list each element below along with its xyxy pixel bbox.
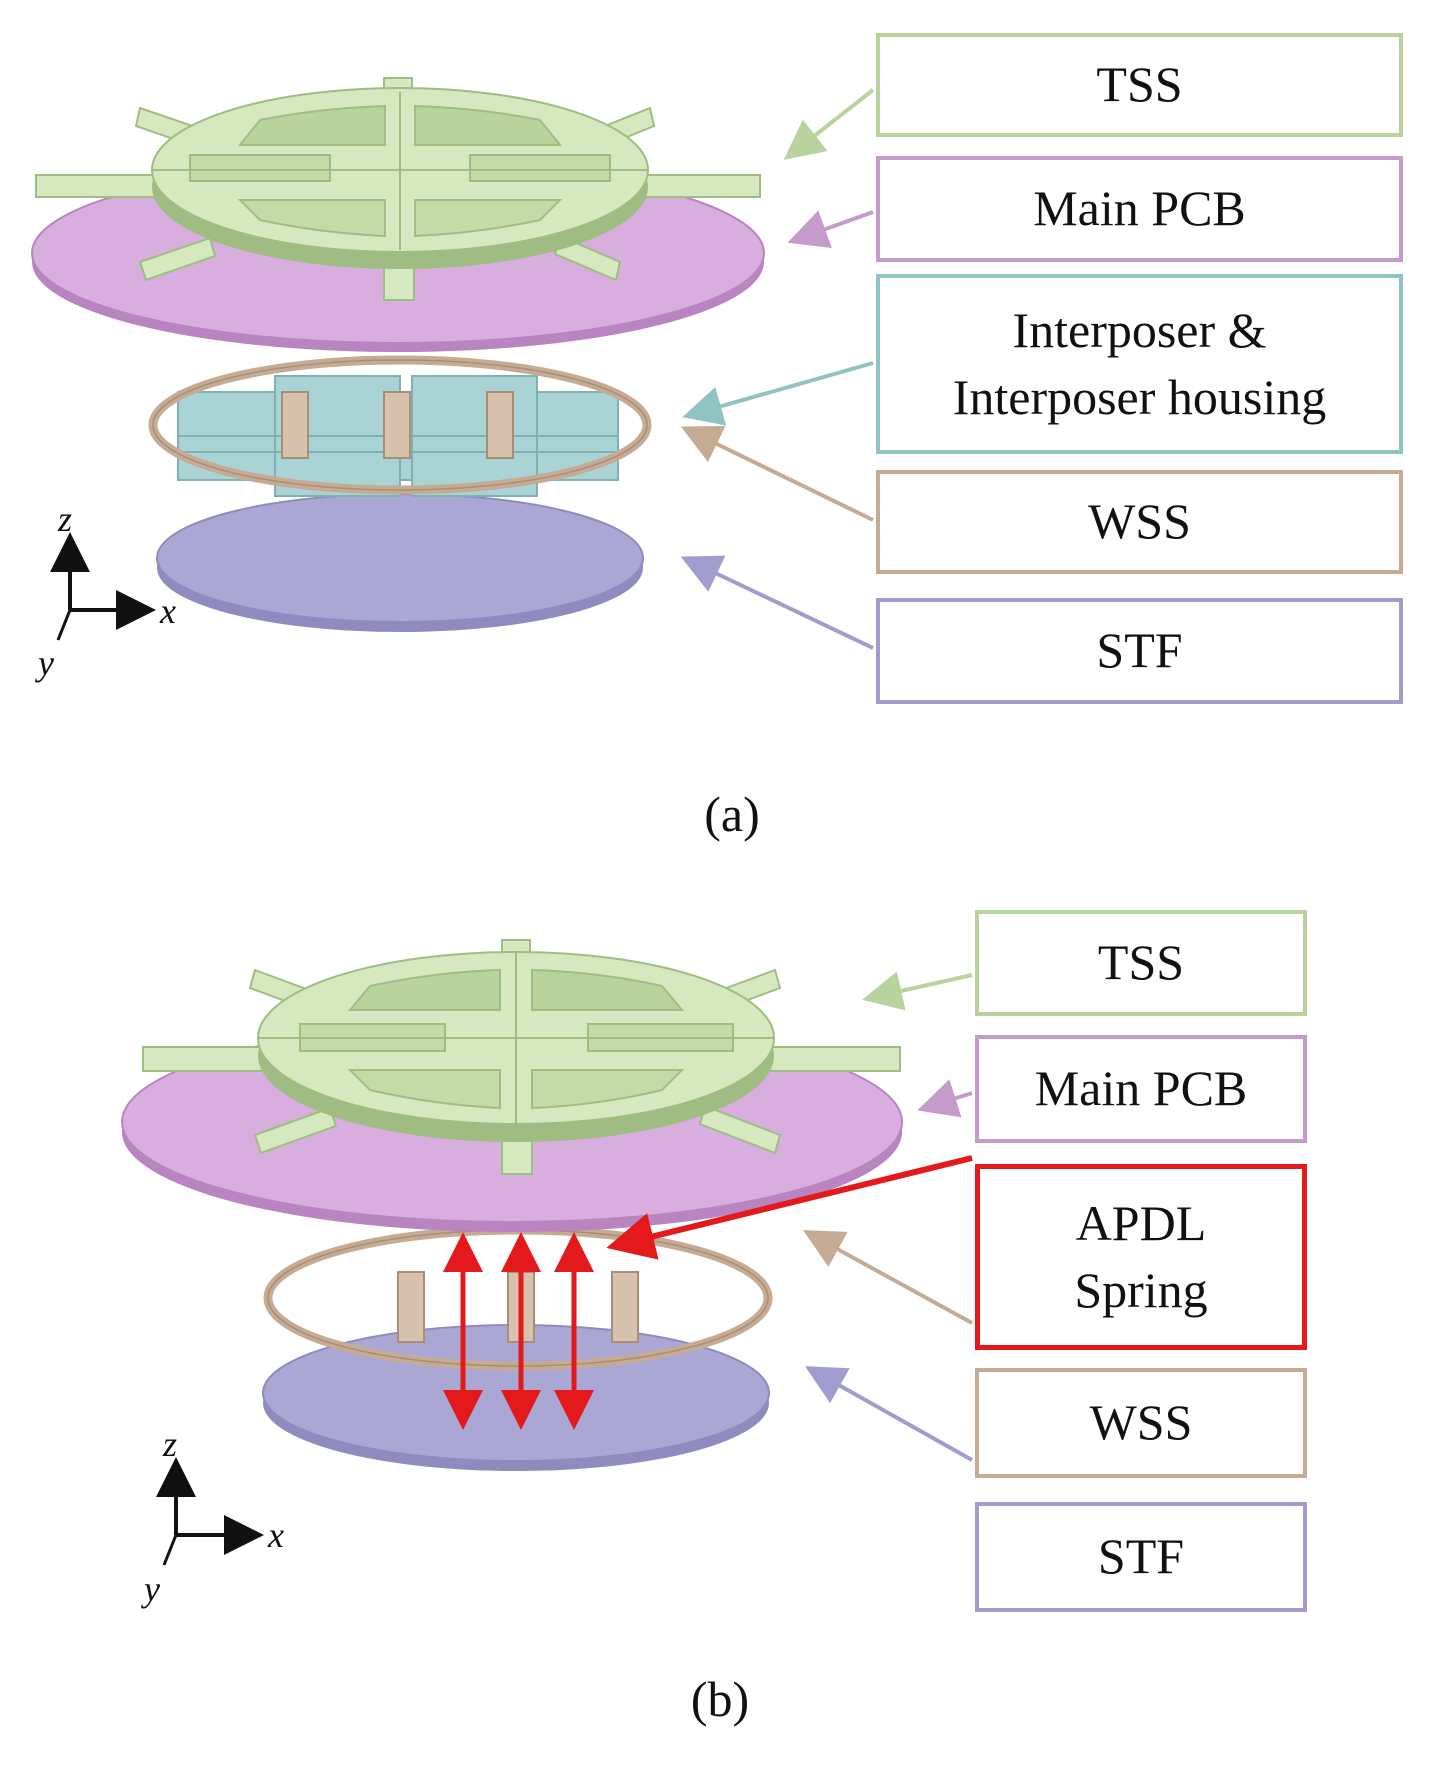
axis-z-label: z: [163, 1424, 178, 1464]
axis-x-label: x: [160, 591, 176, 631]
axis-y-label: y: [144, 1569, 160, 1609]
caption-b: (b): [690, 1671, 750, 1727]
pcb-leader-arrow: [917, 1079, 973, 1118]
wss-ring: [148, 355, 652, 495]
label-interposer: Interposer & Interposer housing: [876, 274, 1403, 454]
figure-a-drawing: [31, 77, 875, 650]
label-apdl-spring: APDL Spring: [975, 1164, 1307, 1350]
apdl-leader-arrow: [606, 1155, 973, 1260]
tss-leader-arrow: [783, 88, 875, 160]
figure-b: TSS Main PCB APDL Spring WSS STF z x y (…: [0, 880, 1438, 1765]
apdl-spring-arrows: [443, 1232, 594, 1430]
label-stf: STF: [876, 598, 1403, 704]
label-wss: WSS: [975, 1368, 1307, 1478]
stf-leader-arrow: [680, 555, 874, 650]
wss-leader-arrow: [802, 1230, 973, 1325]
axis-y-label: y: [38, 643, 54, 683]
figure-b-drawing: [121, 939, 973, 1566]
label-main-pcb: Main PCB: [876, 156, 1403, 262]
axes-triad: [50, 532, 156, 641]
interposer-assembly: [177, 375, 619, 497]
interposer-leader-arrow: [682, 361, 874, 426]
axis-x-label: x: [268, 1515, 284, 1555]
label-tss: TSS: [975, 910, 1307, 1016]
stf-disk: [156, 493, 644, 632]
tss-frame: [35, 77, 761, 301]
label-main-pcb: Main PCB: [975, 1035, 1307, 1143]
figure-a: TSS Main PCB Interposer & Interposer hou…: [0, 0, 1438, 870]
label-tss: TSS: [876, 33, 1403, 137]
tss-frame: [142, 939, 901, 1175]
label-wss: WSS: [876, 470, 1403, 574]
axes-triad: [156, 1457, 264, 1566]
stf-leader-arrow: [805, 1366, 973, 1462]
pcb-leader-arrow: [787, 210, 874, 249]
tss-leader-arrow: [862, 971, 973, 1011]
axis-z-label: z: [58, 499, 73, 539]
caption-a: (a): [704, 786, 760, 842]
wss-leader-arrow: [680, 426, 874, 522]
label-stf: STF: [975, 1502, 1307, 1612]
